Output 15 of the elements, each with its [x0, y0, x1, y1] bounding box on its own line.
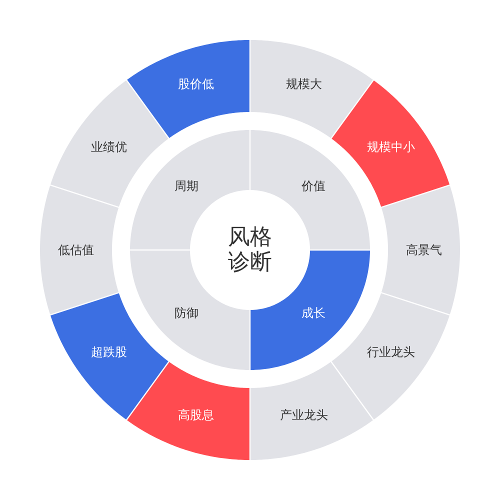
segment-label: 成长	[302, 306, 326, 322]
segment-label: 防御	[174, 306, 198, 322]
segment-label: 产业龙头	[280, 408, 328, 423]
center-title: 风格诊断	[227, 225, 274, 275]
segment-label: 股价低	[178, 77, 214, 92]
segment-label: 周期	[174, 178, 198, 194]
segment-label: 高股息	[178, 408, 214, 423]
segment-label: 业绩优	[91, 140, 128, 156]
segment-label: 规模中小	[366, 140, 415, 156]
segment-label: 低估值	[58, 242, 94, 258]
segment-label: 高景气	[406, 242, 442, 258]
segment-label: 价值	[302, 178, 326, 194]
segment-label: 行业龙头	[366, 344, 415, 360]
segment-label: 规模大	[286, 77, 322, 92]
segment-label: 超跌股	[91, 344, 128, 360]
